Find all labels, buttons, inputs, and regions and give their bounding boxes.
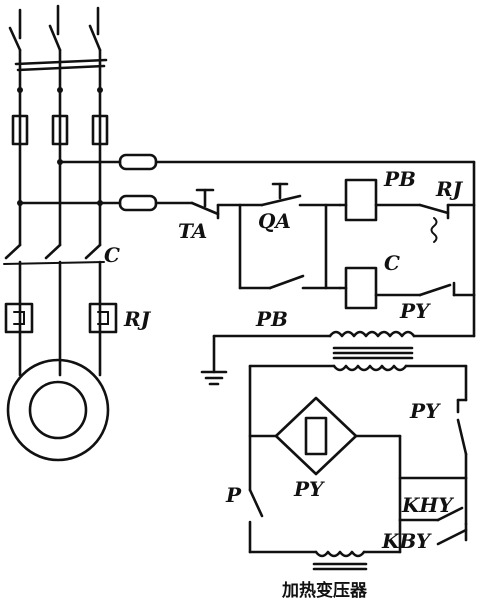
main-contactor: C — [3, 243, 120, 377]
bridge-rectifier: PY — [248, 396, 402, 522]
control-feed — [17, 153, 476, 212]
transformer-core — [332, 346, 414, 360]
rj-heaters: RJ — [4, 302, 152, 334]
pb-transformer-label: PB — [255, 307, 288, 331]
ta-label: TA — [178, 219, 207, 243]
py-right-label: PY — [409, 399, 441, 423]
py-bridge-label: PY — [293, 477, 325, 501]
c-coil: C — [338, 251, 422, 310]
p-switch: P — [225, 483, 264, 554]
fuses — [11, 114, 109, 146]
main-switch — [8, 4, 108, 72]
ta-stop-button: TA — [178, 188, 242, 243]
qa-start-button: QA — [238, 182, 342, 290]
caption: 加热变压器 — [281, 580, 368, 601]
motor — [6, 358, 110, 462]
rj-top-label: RJ — [435, 177, 464, 201]
c-coil-label: C — [384, 251, 400, 275]
pb-coil-label: PB — [383, 167, 416, 191]
qa-label: QA — [258, 209, 291, 233]
kby-label: KBY — [381, 529, 432, 553]
py-right-contact: PY — [409, 398, 468, 480]
khy-contact: KHY — [398, 476, 468, 526]
khy-label: KHY — [401, 493, 454, 517]
kby-contact: KBY — [381, 518, 468, 554]
py-contact: PY — [399, 281, 476, 323]
heating-transformer: 加热变压器 — [248, 550, 402, 601]
phase-lines — [17, 48, 103, 247]
rj-contact: RJ — [418, 160, 476, 297]
secondary-loop — [248, 364, 468, 492]
pb-coil: PB — [338, 167, 422, 222]
rj-motor-label: RJ — [123, 307, 152, 331]
py-contact-label: PY — [399, 299, 431, 323]
pb-transformer-feed: PB — [200, 293, 476, 386]
c-main-label: C — [104, 243, 120, 267]
p-label: P — [225, 483, 242, 507]
